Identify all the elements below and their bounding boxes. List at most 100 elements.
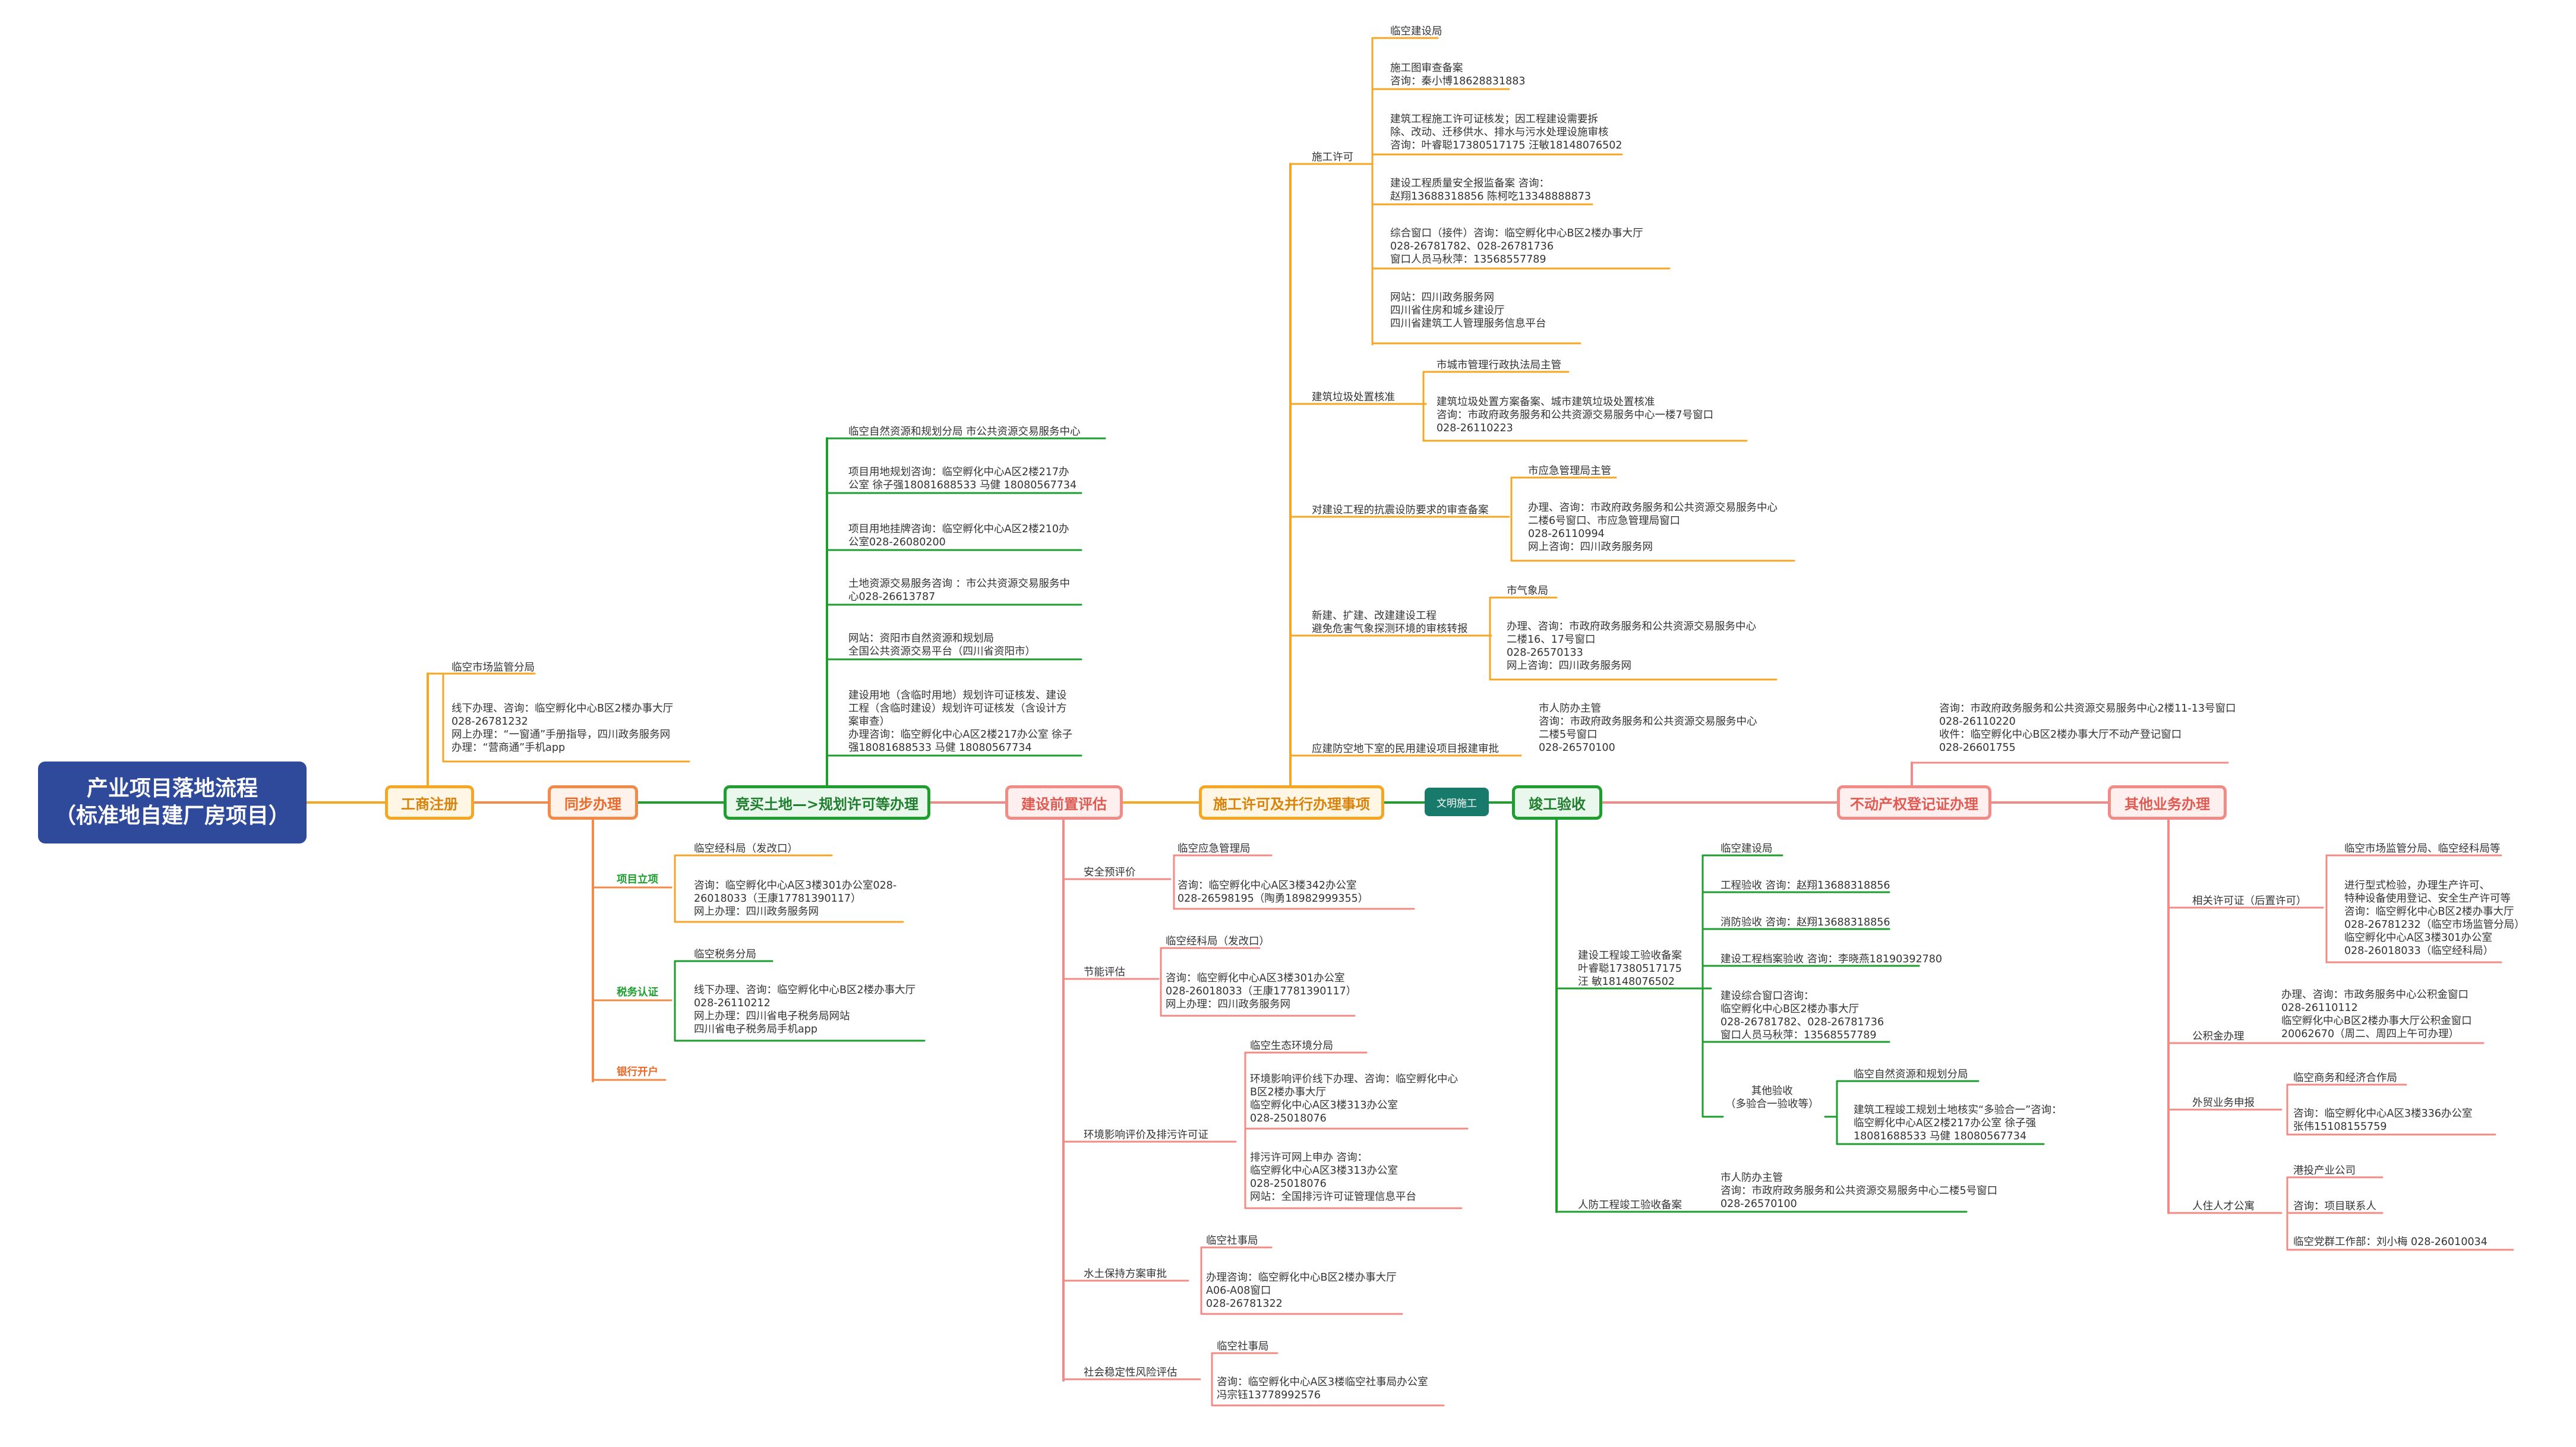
jungong-renfang-line: 028-26570100 [1721, 1198, 1797, 1210]
jungong-beian-item: 临空孵化中心B区2楼办事大厅 [1721, 1003, 1860, 1015]
tongbu-xiangmu-label[interactable]: 项目立项 [617, 874, 658, 886]
gongshang-detail-line: 办理：“营商通”手机app [452, 742, 566, 754]
node-tongbu[interactable]: 同步办理 [548, 785, 638, 820]
pinggu-shehui-agency: 临空社事局 [1217, 1341, 1269, 1353]
tongbu-shuiwu-agency: 临空税务分局 [694, 949, 756, 961]
tongbu-yinhang-label[interactable]: 银行开户 [617, 1066, 658, 1078]
pinggu-jieneng-line: 028-26018033（王康17781390117） [1166, 985, 1357, 997]
tongbu-shuiwu-line: 网上办理：四川省电子税务局网站 [694, 1010, 850, 1022]
qita-xiangguan-line: 特种设备使用登记、安全生产许可等 [2344, 893, 2511, 905]
jungong-qita-agency: 临空自然资源和规划分局 [1854, 1069, 1968, 1080]
jungong-beian-item: 消防验收 咨询：赵翔13688318856 [1721, 917, 1890, 928]
shigong-xuke-item: 施工图审查备案 [1390, 62, 1463, 74]
shigong-laji-label[interactable]: 建筑垃圾处置核准 [1312, 391, 1395, 403]
jungong-qita-label[interactable]: 其他验收 [1751, 1085, 1793, 1097]
qita-xiangguan-line: 进行型式检验，办理生产许可、 [2344, 880, 2490, 892]
pinggu-anquan-label[interactable]: 安全预评价 [1084, 867, 1136, 879]
shigong-xuke-item: 咨询：秦小博18628831883 [1390, 75, 1526, 87]
qita-rencai-label[interactable]: 人住人才公寓 [2192, 1200, 2255, 1212]
tongbu-shuiwu-label[interactable]: 税务认证 [617, 987, 658, 999]
pinggu-shuitu-agency: 临空社事局 [1206, 1235, 1258, 1247]
pinggu-huanjing-online-line: 排污许可网上申办 咨询： [1250, 1152, 1368, 1164]
pinggu-huanjing-line: 028-25018076 [1250, 1113, 1327, 1124]
budongchan-line: 收件：临空孵化中心B区2楼办事大厅不动产登记窗口 [1939, 729, 2182, 741]
qita-xiangguan-agency: 临空市场监管分局、临空经科局等 [2344, 843, 2501, 855]
shigong-laji-line: 028-26110223 [1437, 422, 1513, 434]
jungong-beian-item: 建设工程档案验收 咨询：李晓燕18190392780 [1721, 953, 1943, 965]
qita-rencai-agency: 港投产业公司 [2293, 1165, 2356, 1177]
pinggu-jieneng-line: 咨询：临空孵化中心A区3楼301办公室 [1166, 972, 1345, 984]
root-topic[interactable]: 产业项目落地流程 （标准地自建厂房项目） [38, 762, 307, 843]
budongchan-line: 028-26110220 [1939, 716, 2016, 728]
qita-waimao-agency: 临空商务和经济合作局 [2293, 1072, 2397, 1084]
qita-gongjijin-line: 028-26110112 [2281, 1002, 2358, 1014]
shigong-qixiang-line: 028-26570133 [1507, 647, 1583, 659]
node-jungong[interactable]: 竣工验收 [1512, 785, 1602, 820]
pinggu-jieneng-agency: 临空经科局（发改口） [1166, 936, 1270, 947]
jungong-renfang-line: 咨询：市政府政务服务和公共资源交易服务中心二楼5号窗口 [1721, 1185, 1998, 1197]
pinggu-huanjing-line: B区2楼办事大厅 [1250, 1086, 1327, 1098]
jingmai-item: 建设用地（含临时用地）规划许可证核发、建设 [848, 690, 1067, 702]
node-qita[interactable]: 其他业务办理 [2108, 785, 2227, 820]
pinggu-shuitu-line: 028-26781322 [1206, 1298, 1283, 1310]
jungong-beian-label[interactable]: 叶睿聪17380517175 [1578, 963, 1682, 975]
jingmai-item: 案审查） [848, 716, 890, 728]
pinggu-anquan-line: 028-26598195（陶勇18982999355） [1177, 893, 1369, 905]
qita-gongjijin-label[interactable]: 公积金办理 [2192, 1031, 2244, 1042]
shigong-xuke-label[interactable]: 施工许可 [1312, 151, 1353, 163]
shigong-xuke-item: 028-26781782、028-26781736 [1390, 241, 1554, 252]
jungong-renfang-label[interactable]: 人防工程竣工验收备案 [1578, 1199, 1682, 1211]
pinggu-huanjing-agency: 临空生态环境分局 [1250, 1040, 1333, 1052]
pinggu-huanjing-label[interactable]: 环境影响评价及排污许可证 [1084, 1129, 1208, 1141]
pinggu-huanjing-line: 环境影响评价线下办理、咨询：临空孵化中心 [1250, 1073, 1458, 1085]
pinggu-huanjing-line: 临空孵化中心A区3楼313办公室 [1250, 1100, 1399, 1111]
shigong-kangzhen-line: 网上咨询：四川政务服务网 [1528, 541, 1653, 553]
node-jingmai[interactable]: 竞买土地—>规划许可等办理 [724, 785, 930, 820]
qita-gongjijin-line: 20062670（周二、周四上午可办理） [2281, 1028, 2460, 1040]
shigong-xuke-item: 网站：四川政务服务网 [1390, 292, 1494, 304]
jungong-beian-item: 工程验收 咨询：赵翔13688318856 [1721, 880, 1890, 892]
node-shigong[interactable]: 施工许可及并行办理事项 [1199, 785, 1384, 820]
node-budongchan[interactable]: 不动产权登记证办理 [1837, 785, 1991, 820]
node-gongshang[interactable]: 工商注册 [385, 785, 474, 820]
shigong-renfang-label[interactable]: 应建防空地下室的民用建设项目报建审批 [1312, 743, 1499, 755]
shigong-kangzhen-line: 办理、咨询：市政府政务服务和公共资源交易服务中心 [1528, 502, 1778, 514]
jungong-beian-label[interactable]: 汪 敏18148076502 [1578, 976, 1675, 988]
shigong-xuke-item: 四川省住房和城乡建设厅 [1390, 305, 1505, 317]
jingmai-item: 全国公共资源交易平台（四川省资阳市） [848, 646, 1036, 658]
jungong-qita-line: 临空孵化中心A区2楼217办公室 徐子强 [1854, 1117, 2037, 1129]
tongbu-xiangmu-line: 26018033（王康17781390117） [694, 893, 861, 905]
shigong-qixiang-label[interactable]: 新建、扩建、改建建设工程 [1312, 610, 1437, 622]
root-title-line2: （标准地自建厂房项目） [54, 804, 290, 828]
shigong-renfang-line: 028-26570100 [1539, 742, 1615, 754]
jungong-qita-label[interactable]: （多验合一验收等） [1725, 1098, 1819, 1110]
tongbu-xiangmu-line: 咨询：临空孵化中心A区3楼301办公室028- [694, 880, 897, 892]
shigong-qixiang-agency: 市气象局 [1507, 585, 1548, 597]
shigong-xuke-item: 综合窗口（接件）咨询：临空孵化中心B区2楼办事大厅 [1390, 228, 1643, 239]
pinggu-jieneng-label[interactable]: 节能评估 [1084, 966, 1125, 978]
qita-waimao-label[interactable]: 外贸业务申报 [2192, 1097, 2255, 1109]
jungong-renfang-line: 市人防办主管 [1721, 1172, 1783, 1184]
shigong-laji-line: 建筑垃圾处置方案备案、城市建筑垃圾处置核准 [1437, 396, 1655, 408]
shigong-xuke-item: 赵翔13688318856 陈柯吃13348888873 [1390, 191, 1592, 203]
shigong-xuke-item: 四川省建筑工人管理服务信息平台 [1390, 318, 1546, 330]
shigong-kangzhen-line: 二楼6号窗口、市应急管理局窗口 [1528, 515, 1681, 527]
pinggu-shehui-label[interactable]: 社会稳定性风险评估 [1084, 1367, 1177, 1379]
shigong-qixiang-label[interactable]: 避免危害气象探测环境的审核转报 [1312, 623, 1468, 635]
budongchan-line: 028-26601755 [1939, 742, 2016, 754]
qita-xiangguan-label[interactable]: 相关许可证（后置许可） [2192, 895, 2307, 907]
gongshang-detail-line: 网上办理：“一窗通”手册指导，四川政务服务网 [452, 729, 671, 741]
jingmai-item: 临空自然资源和规划分局 市公共资源交易服务中心 [848, 426, 1081, 438]
jungong-qita-line: 建筑工程竣工规划土地核实“多验合一”咨询： [1854, 1104, 2062, 1116]
node-pinggu[interactable]: 建设前置评估 [1005, 785, 1123, 820]
shigong-qixiang-line: 二楼16、17号窗口 [1507, 634, 1596, 646]
shigong-kangzhen-line: 028-26110994 [1528, 528, 1605, 540]
shigong-kangzhen-label[interactable]: 对建设工程的抗震设防要求的审查备案 [1312, 504, 1489, 516]
pinggu-huanjing-online-line: 临空孵化中心A区3楼313办公室 [1250, 1165, 1399, 1177]
pinggu-shuitu-label[interactable]: 水土保持方案审批 [1084, 1268, 1167, 1280]
jungong-beian-item: 临空建设局 [1721, 843, 1773, 855]
jingmai-item: 心028-26613787 [848, 591, 936, 603]
node-wenming[interactable]: 文明施工 [1425, 788, 1489, 816]
qita-gongjijin-line: 临空孵化中心B区2楼办事大厅公积金窗口 [2281, 1015, 2472, 1027]
jungong-beian-label[interactable]: 建设工程竣工验收备案 [1578, 950, 1682, 962]
